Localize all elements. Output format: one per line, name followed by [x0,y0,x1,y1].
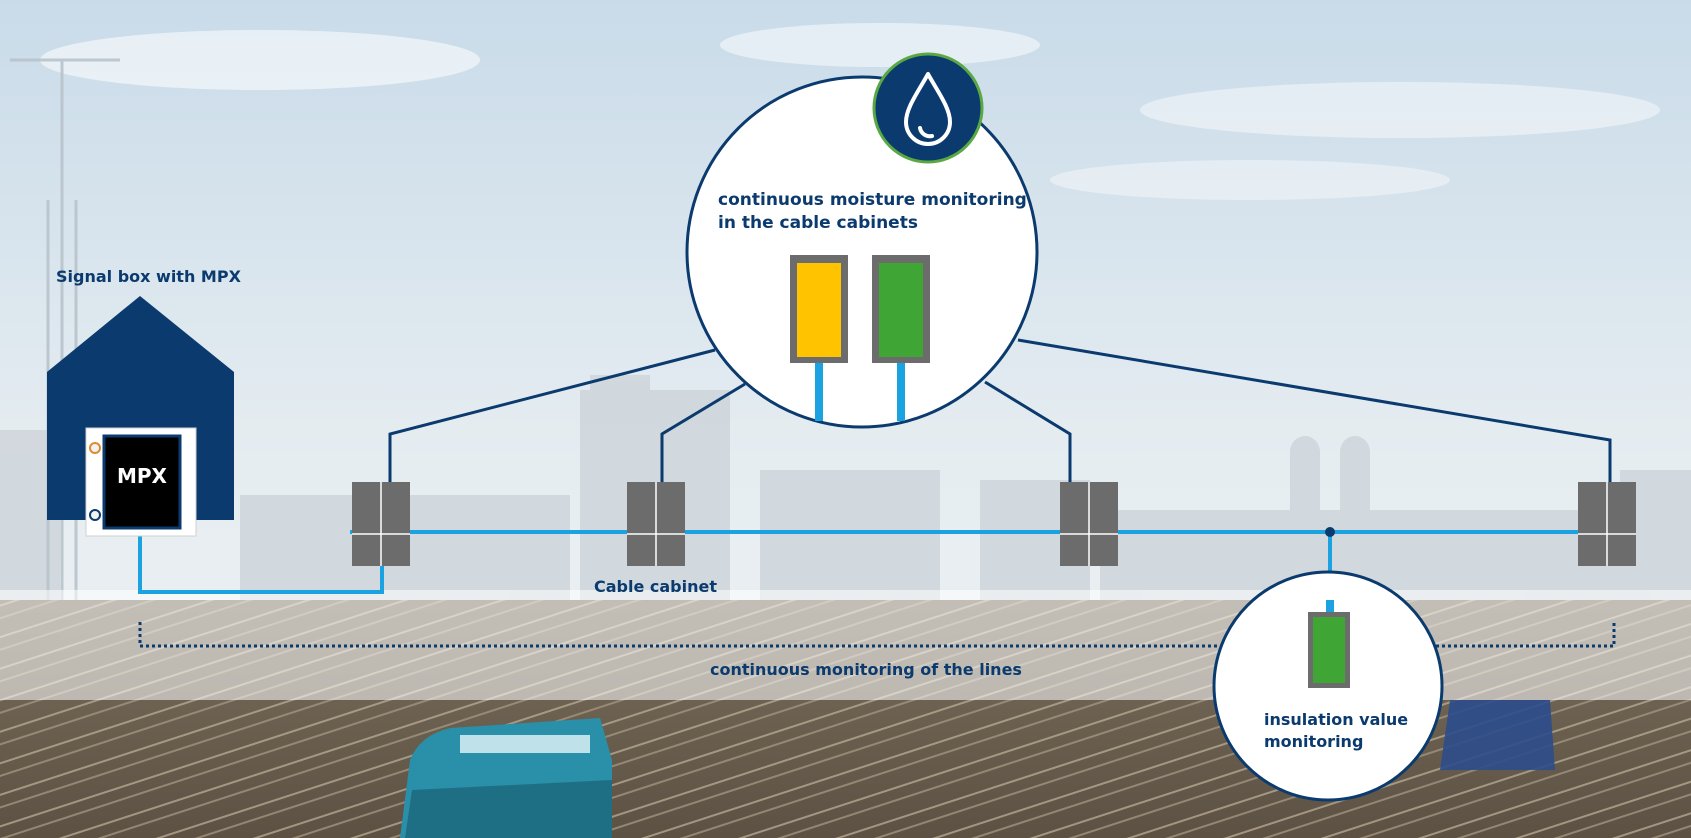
cable-cabinet-label: Cable cabinet [594,577,717,596]
lines-monitoring-label: continuous monitoring of the lines [710,660,1022,679]
water-drop-badge [872,52,984,164]
moisture-label-line1: continuous moisture monitoring [718,190,1027,210]
water-drop-icon [904,72,952,146]
signal-box-label: Signal box with MPX [56,267,242,286]
mpx-indicator-led [89,509,101,521]
cable-junction [1325,527,1335,537]
cable-cabinet [627,482,685,566]
moisture-monitoring-circle: continuous moisture monitoring in the ca… [685,75,1039,429]
signal-box: MPX [47,296,234,537]
insulation-label-line1: insulation value [1264,710,1408,729]
insulation-label-line2: monitoring [1264,732,1363,751]
cabinet-connector-lines [388,338,1612,482]
cable-cabinet [352,482,410,566]
train-image [400,718,612,838]
insulation-monitoring-circle: insulation value monitoring [1212,570,1444,802]
mpx-indicator-led [89,442,101,454]
cable-cabinet [1060,482,1118,566]
insulation-sensor-ok [1308,612,1350,688]
moisture-sensor-ok [872,255,930,421]
cable-cabinet [1578,482,1636,566]
line-monitoring-dotted [138,622,1616,648]
moisture-sensor-warning [790,255,848,421]
moisture-label-line2: in the cable cabinets [718,213,918,233]
mpx-label: MPX [117,464,168,488]
